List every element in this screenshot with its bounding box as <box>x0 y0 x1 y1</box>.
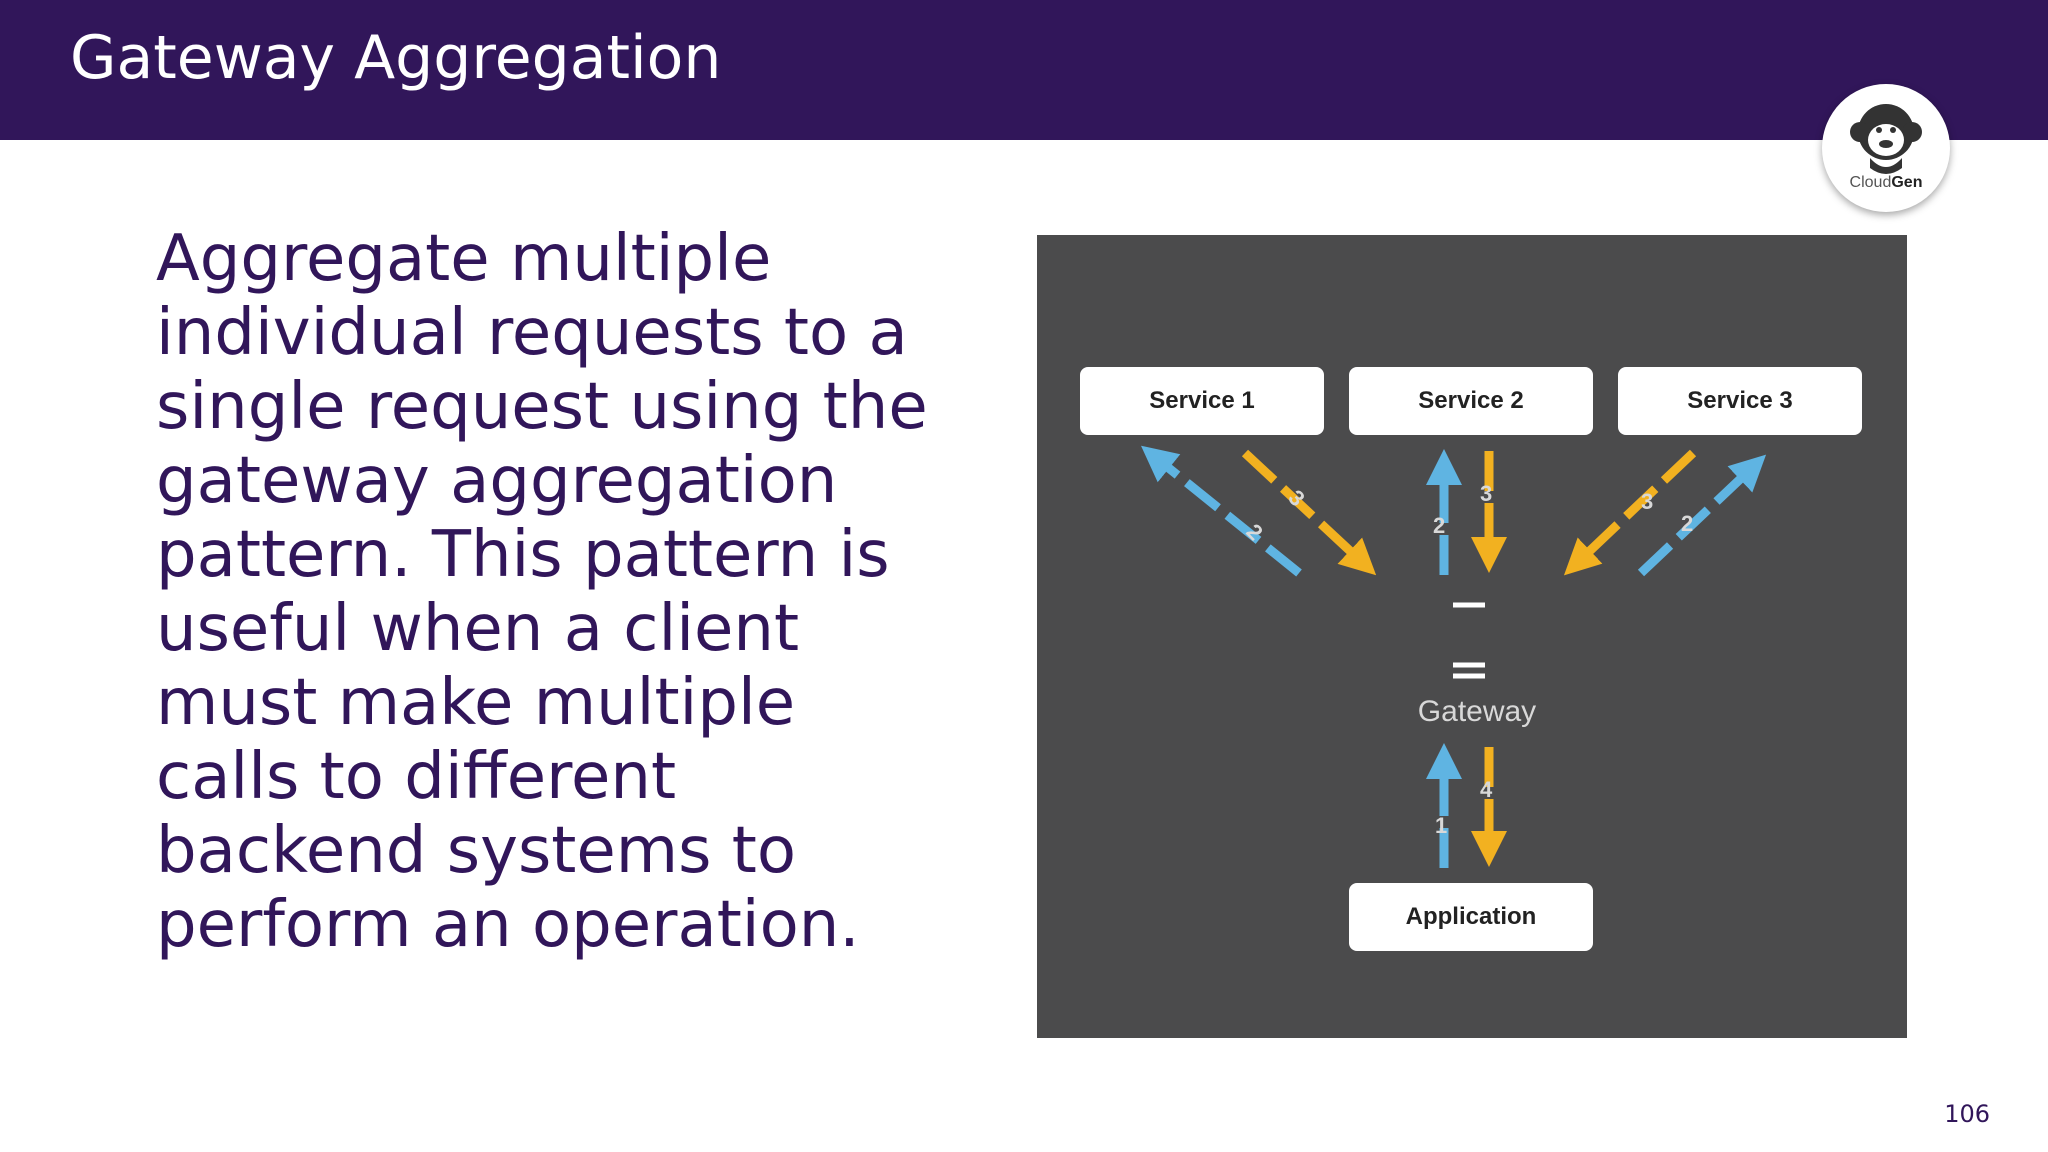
application-box: Application <box>1349 883 1593 951</box>
arrow-label-1: 1 <box>1435 813 1447 838</box>
arrow-label-2-s2: 2 <box>1433 513 1445 538</box>
logo-text: CloudGen <box>1849 174 1923 191</box>
cloudgen-logo: CloudGen <box>1822 84 1950 212</box>
response-arrow-service-3 <box>1563 449 1697 576</box>
service-2-box: Service 2 <box>1349 367 1593 435</box>
monkey-icon <box>1850 104 1922 174</box>
page-number: 106 <box>1944 1100 1990 1128</box>
slide-title: Gateway Aggregation <box>70 23 722 93</box>
gateway-aggregation-diagram: 2 3 2 3 2 3 1 4 Service 1 Service 2 Serv… <box>1037 235 1907 1038</box>
request-arrow-service-1 <box>1140 445 1302 577</box>
service-1-box: Service 1 <box>1080 367 1324 435</box>
description-text: Aggregate multiple individual requests t… <box>156 222 928 962</box>
response-arrow-service-1 <box>1241 449 1377 576</box>
arrow-label-3-s3: 3 <box>1641 489 1653 514</box>
gateway-label: Gateway <box>1417 695 1537 728</box>
title-bar: Gateway Aggregation <box>0 0 2048 140</box>
arrows-layer: 2 3 2 3 2 3 1 4 <box>1140 445 1767 868</box>
arrow-label-3-s2: 3 <box>1480 481 1492 506</box>
arrow-label-2-s3: 2 <box>1681 511 1693 536</box>
service-3-box: Service 3 <box>1618 367 1862 435</box>
request-arrow-service-3 <box>1637 454 1767 577</box>
arrow-label-4: 4 <box>1480 777 1493 802</box>
